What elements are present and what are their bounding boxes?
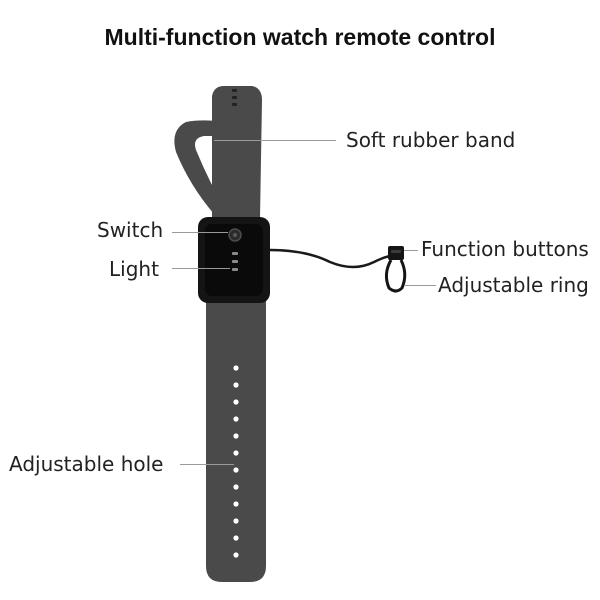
strap-nubs (232, 89, 237, 106)
adjustable-holes (233, 365, 239, 558)
rubber-band-loop (174, 120, 240, 214)
light-indicators (232, 252, 238, 271)
leader-adjustable-ring (404, 285, 436, 286)
leader-light (172, 268, 230, 269)
leader-adjustable-hole (180, 464, 234, 465)
upper-strap (212, 86, 262, 218)
diagram-title: Multi-function watch remote control (104, 24, 496, 50)
adjustable-ring (384, 259, 407, 293)
label-soft-rubber-band: Soft rubber band (346, 128, 516, 152)
leader-function-buttons (404, 250, 418, 251)
label-function-buttons: Function buttons (421, 237, 589, 261)
leader-soft-rubber-band (214, 140, 336, 141)
label-light: Light (109, 257, 159, 281)
leader-switch (172, 232, 228, 233)
label-adjustable-ring: Adjustable ring (438, 273, 589, 297)
label-switch: Switch (97, 218, 164, 242)
label-adjustable-hole: Adjustable hole (9, 452, 164, 476)
connecting-cable (269, 248, 393, 269)
